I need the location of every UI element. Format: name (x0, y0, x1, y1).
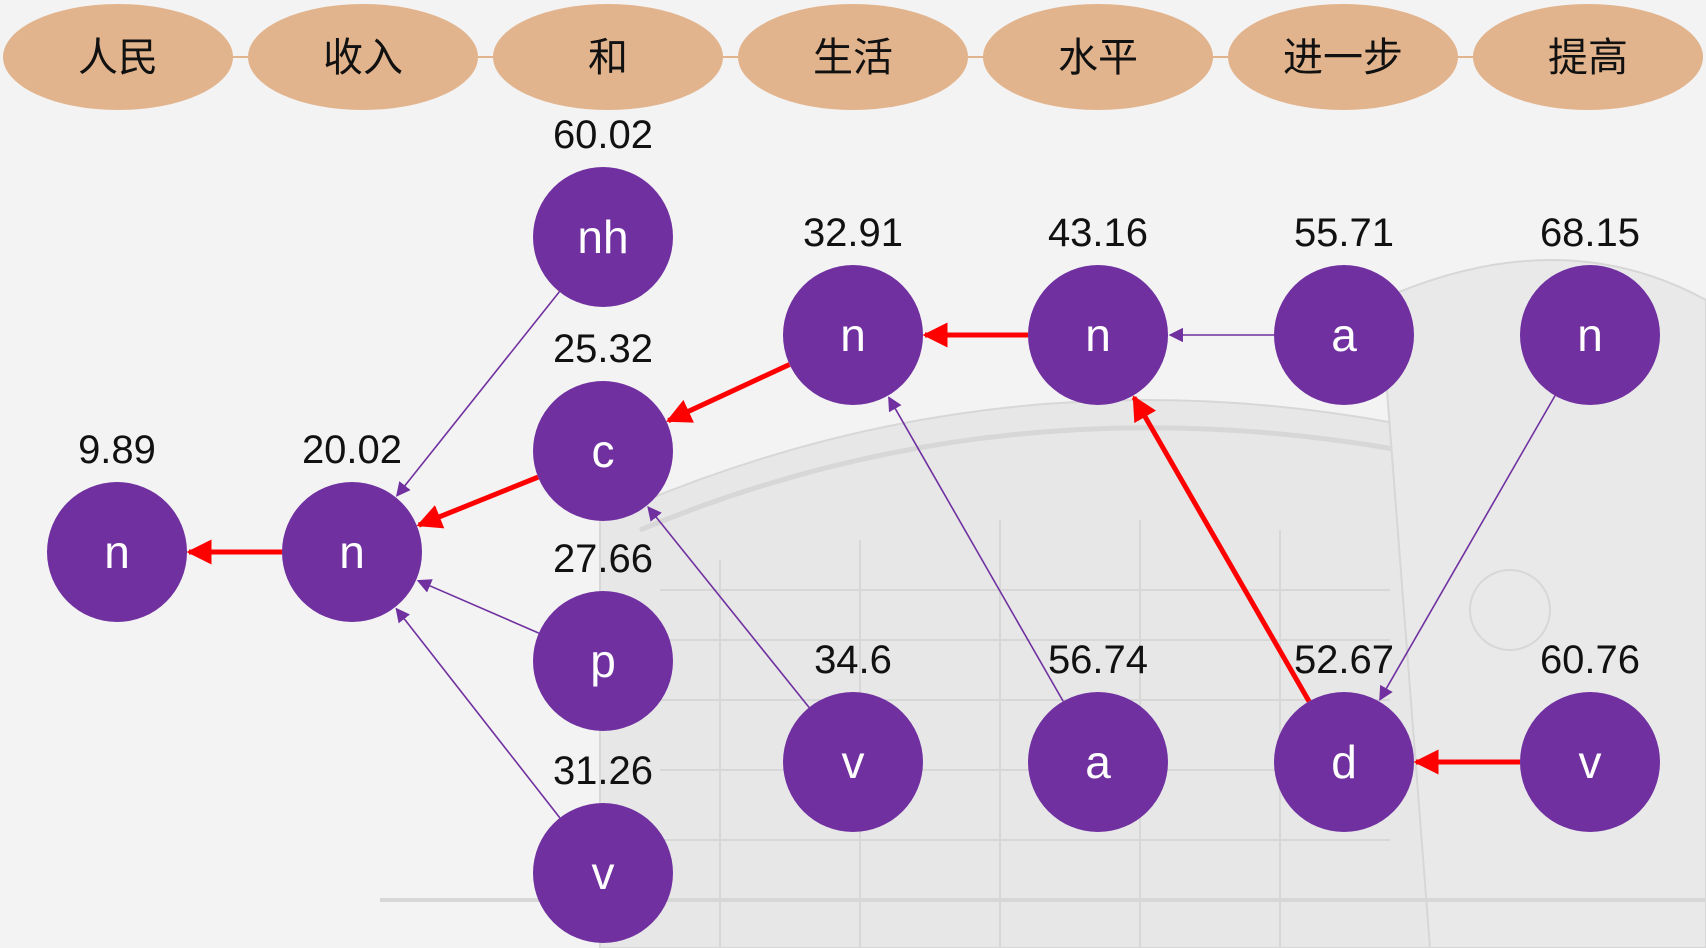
node-score: 55.71 (1294, 211, 1394, 255)
candidate-arrow-n6-to-d5 (1379, 395, 1556, 701)
node-pos-label: n (1577, 309, 1603, 361)
best-path-arrow-d5-to-n4 (1131, 395, 1312, 703)
token-row: 人民 收入 和 生活 水平 进一步 提高 (3, 4, 1703, 110)
node-pos-label: n (1085, 309, 1111, 361)
candidate-arrow-nh2-to-n1 (395, 291, 561, 497)
node-pos-label: n (104, 526, 130, 578)
node-n3: n 32.91 (783, 211, 923, 405)
node-score: 43.16 (1048, 211, 1148, 255)
token-label: 水平 (1058, 35, 1138, 81)
node-a4: a 56.74 (1028, 638, 1168, 832)
node-v2: v 31.26 (533, 749, 673, 943)
node-n1: n 20.02 (282, 428, 422, 622)
node-circle (1274, 265, 1414, 405)
node-d5: d 52.67 (1274, 638, 1414, 832)
node-circle (533, 591, 673, 731)
node-n4: n 43.16 (1028, 211, 1168, 405)
token-label: 生活 (813, 35, 893, 81)
node-score: 60.76 (1540, 638, 1640, 682)
node-score: 25.32 (553, 327, 653, 371)
token-label: 和 (588, 35, 628, 81)
node-pos-label: n (339, 526, 365, 578)
token-ellipse (738, 4, 968, 110)
node-score: 56.74 (1048, 638, 1148, 682)
token-6: 进一步 (1228, 4, 1458, 110)
node-circle (1520, 692, 1660, 832)
node-circle (1028, 692, 1168, 832)
best-path-arrow-c2-to-n1 (416, 474, 539, 529)
token-label: 收入 (323, 35, 403, 81)
node-v3: v 34.6 (783, 638, 923, 832)
token-label: 人民 (78, 35, 158, 81)
node-pos-label: p (590, 635, 616, 687)
token-label: 提高 (1548, 35, 1628, 81)
token-ellipse (1473, 4, 1703, 110)
candidate-arrow-v3-to-c2 (647, 505, 810, 708)
node-pos-label: d (1331, 736, 1357, 788)
node-circle (533, 803, 673, 943)
node-score: 60.02 (553, 113, 653, 157)
token-7: 提高 (1473, 4, 1703, 110)
node-circle (783, 692, 923, 832)
node-pos-label: n (840, 309, 866, 361)
node-circle (282, 482, 422, 622)
node-score: 20.02 (302, 428, 402, 472)
token-ellipse (3, 4, 233, 110)
node-score: 52.67 (1294, 638, 1394, 682)
token-ellipse (493, 4, 723, 110)
token-4: 生活 (738, 4, 968, 110)
best-path-arrow-n3-to-c2 (666, 362, 791, 423)
node-pos-label: nh (577, 211, 628, 263)
node-pos-label: v (842, 736, 865, 788)
node-n6: n 68.15 (1520, 211, 1660, 405)
node-n0: n 9.89 (47, 428, 187, 622)
node-score: 9.89 (78, 428, 156, 472)
node-circle (533, 381, 673, 521)
node-circle (47, 482, 187, 622)
edge-layer (186, 291, 1556, 819)
token-2: 收入 (248, 4, 478, 110)
node-circle (1274, 692, 1414, 832)
node-score: 27.66 (553, 537, 653, 581)
node-pos-label: c (592, 425, 615, 477)
token-ellipse (1228, 4, 1458, 110)
token-label: 进一步 (1283, 35, 1403, 81)
node-pos-label: v (1579, 736, 1602, 788)
node-pos-label: a (1085, 736, 1111, 788)
node-a5: a 55.71 (1274, 211, 1414, 405)
token-3: 和 (493, 4, 723, 110)
node-nh2: nh 60.02 (533, 113, 673, 307)
candidate-arrow-a4-to-n3 (888, 396, 1064, 702)
node-circle (1028, 265, 1168, 405)
node-score: 68.15 (1540, 211, 1640, 255)
token-ellipse (248, 4, 478, 110)
token-5: 水平 (983, 4, 1213, 110)
candidate-arrow-p2-to-n1 (416, 579, 540, 634)
node-layer: n 9.89 n 20.02 nh 60.02 c 25.32 p 27.66 v 31.26 n 32.… (47, 113, 1660, 943)
node-score: 31.26 (553, 749, 653, 793)
node-v6: v 60.76 (1520, 638, 1660, 832)
node-score: 32.91 (803, 211, 903, 255)
node-p2: p 27.66 (533, 537, 673, 731)
node-score: 34.6 (814, 638, 892, 682)
node-circle (1520, 265, 1660, 405)
node-circle (783, 265, 923, 405)
node-c2: c 25.32 (533, 327, 673, 521)
candidate-arrow-v2-to-n1 (395, 607, 561, 819)
node-pos-label: v (592, 847, 615, 899)
node-circle (533, 167, 673, 307)
token-ellipse (983, 4, 1213, 110)
node-pos-label: a (1331, 309, 1357, 361)
token-1: 人民 (3, 4, 233, 110)
